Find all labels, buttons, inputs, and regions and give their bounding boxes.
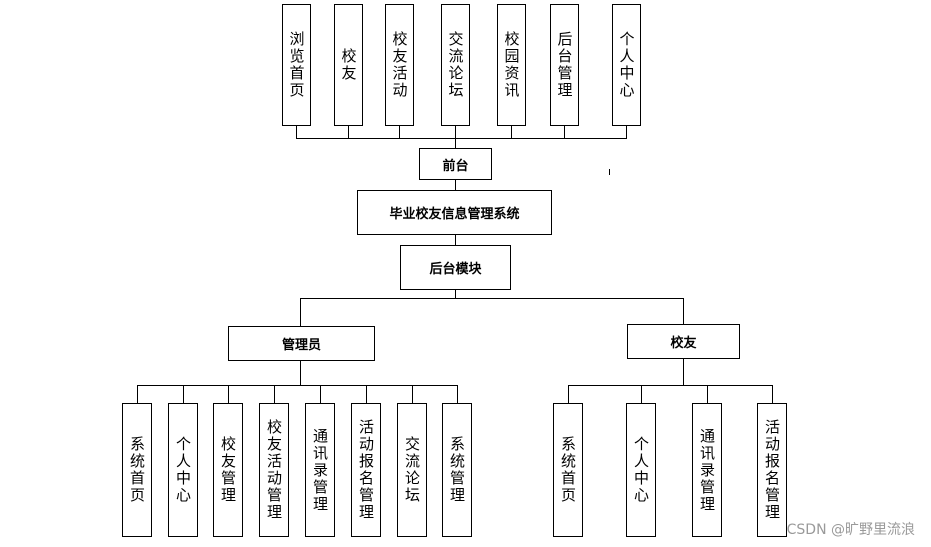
admin-module-label: 活动报名管理	[357, 419, 375, 521]
connector	[412, 385, 413, 403]
connector	[455, 235, 456, 245]
alumni-module-activity-registration-management: 活动报名管理	[757, 403, 787, 537]
frontend-module-label: 交流论坛	[446, 31, 465, 99]
connector	[274, 385, 275, 403]
backend-module-box: 后台模块	[400, 245, 511, 290]
connector	[455, 138, 456, 148]
alumni-module-system-home: 系统首页	[553, 403, 583, 537]
connector	[348, 126, 349, 138]
watermark: CSDN @旷野里流浪	[786, 522, 915, 538]
admin-box: 管理员	[228, 326, 375, 361]
connector	[399, 126, 400, 138]
connector	[296, 138, 627, 139]
frontend-module-personal-center: 个人中心	[612, 4, 641, 126]
connector	[641, 385, 642, 403]
frontend-module-label: 校友	[339, 48, 358, 82]
alumni-module-label: 活动报名管理	[763, 419, 781, 521]
frontend-module-forum: 交流论坛	[441, 4, 470, 126]
admin-module-label: 校友管理	[219, 436, 237, 504]
connector	[564, 126, 565, 138]
system-title-box: 毕业校友信息管理系统	[357, 190, 552, 235]
connector	[626, 126, 627, 138]
connector	[300, 298, 301, 326]
stray-mark	[609, 169, 610, 175]
frontend-module-campus-news: 校园资讯	[497, 4, 526, 126]
connector	[457, 385, 458, 403]
admin-module-forum: 交流论坛	[397, 403, 427, 537]
connector	[296, 126, 297, 138]
connector	[568, 385, 772, 386]
admin-module-label: 个人中心	[174, 436, 192, 504]
admin-module-activity-registration-management: 活动报名管理	[351, 403, 381, 537]
backend-label: 后台模块	[429, 262, 482, 277]
connector	[772, 385, 773, 403]
frontend-box: 前台	[419, 148, 492, 180]
connector	[183, 385, 184, 403]
admin-module-label: 系统首页	[128, 436, 146, 504]
connector	[683, 359, 684, 385]
alumni-module-label: 个人中心	[632, 436, 650, 504]
alumni-module-address-book-management: 通讯录管理	[692, 403, 722, 537]
connector	[707, 385, 708, 403]
admin-module-alumni-management: 校友管理	[213, 403, 243, 537]
alumni-module-label: 系统首页	[559, 436, 577, 504]
connector	[300, 361, 301, 385]
alumni-module-personal-center: 个人中心	[626, 403, 656, 537]
frontend-module-label: 个人中心	[617, 31, 636, 99]
admin-module-alumni-activity-management: 校友活动管理	[259, 403, 289, 537]
connector	[455, 290, 456, 298]
admin-module-label: 交流论坛	[403, 436, 421, 504]
admin-module-label: 通讯录管理	[311, 427, 329, 513]
admin-label: 管理员	[281, 338, 321, 353]
connector	[300, 298, 683, 299]
frontend-module-browse-home: 浏览首页	[282, 4, 311, 126]
frontend-module-alumni: 校友	[334, 4, 363, 126]
connector	[320, 385, 321, 403]
frontend-module-backend-management: 后台管理	[550, 4, 579, 126]
admin-module-system-management: 系统管理	[442, 403, 472, 537]
system-title: 毕业校友信息管理系统	[389, 207, 520, 222]
frontend-module-label: 校园资讯	[502, 31, 521, 99]
alumni-label: 校友	[670, 336, 697, 351]
admin-module-label: 系统管理	[448, 436, 466, 504]
alumni-box: 校友	[627, 324, 740, 359]
admin-module-personal-center: 个人中心	[168, 403, 198, 537]
admin-module-label: 校友活动管理	[265, 419, 283, 521]
frontend-module-label: 校友活动	[390, 31, 409, 99]
frontend-module-label: 浏览首页	[287, 31, 306, 99]
frontend-label: 前台	[442, 158, 469, 174]
admin-module-system-home: 系统首页	[122, 403, 152, 537]
connector	[568, 385, 569, 403]
admin-module-address-book-management: 通讯录管理	[305, 403, 335, 537]
connector	[511, 126, 512, 138]
connector	[137, 385, 138, 403]
connector	[455, 180, 456, 190]
connector	[137, 385, 458, 386]
connector	[366, 385, 367, 403]
connector	[228, 385, 229, 403]
alumni-module-label: 通讯录管理	[698, 427, 716, 513]
connector	[455, 126, 456, 138]
frontend-module-alumni-activities: 校友活动	[385, 4, 414, 126]
frontend-module-label: 后台管理	[555, 31, 574, 99]
connector	[683, 298, 684, 324]
